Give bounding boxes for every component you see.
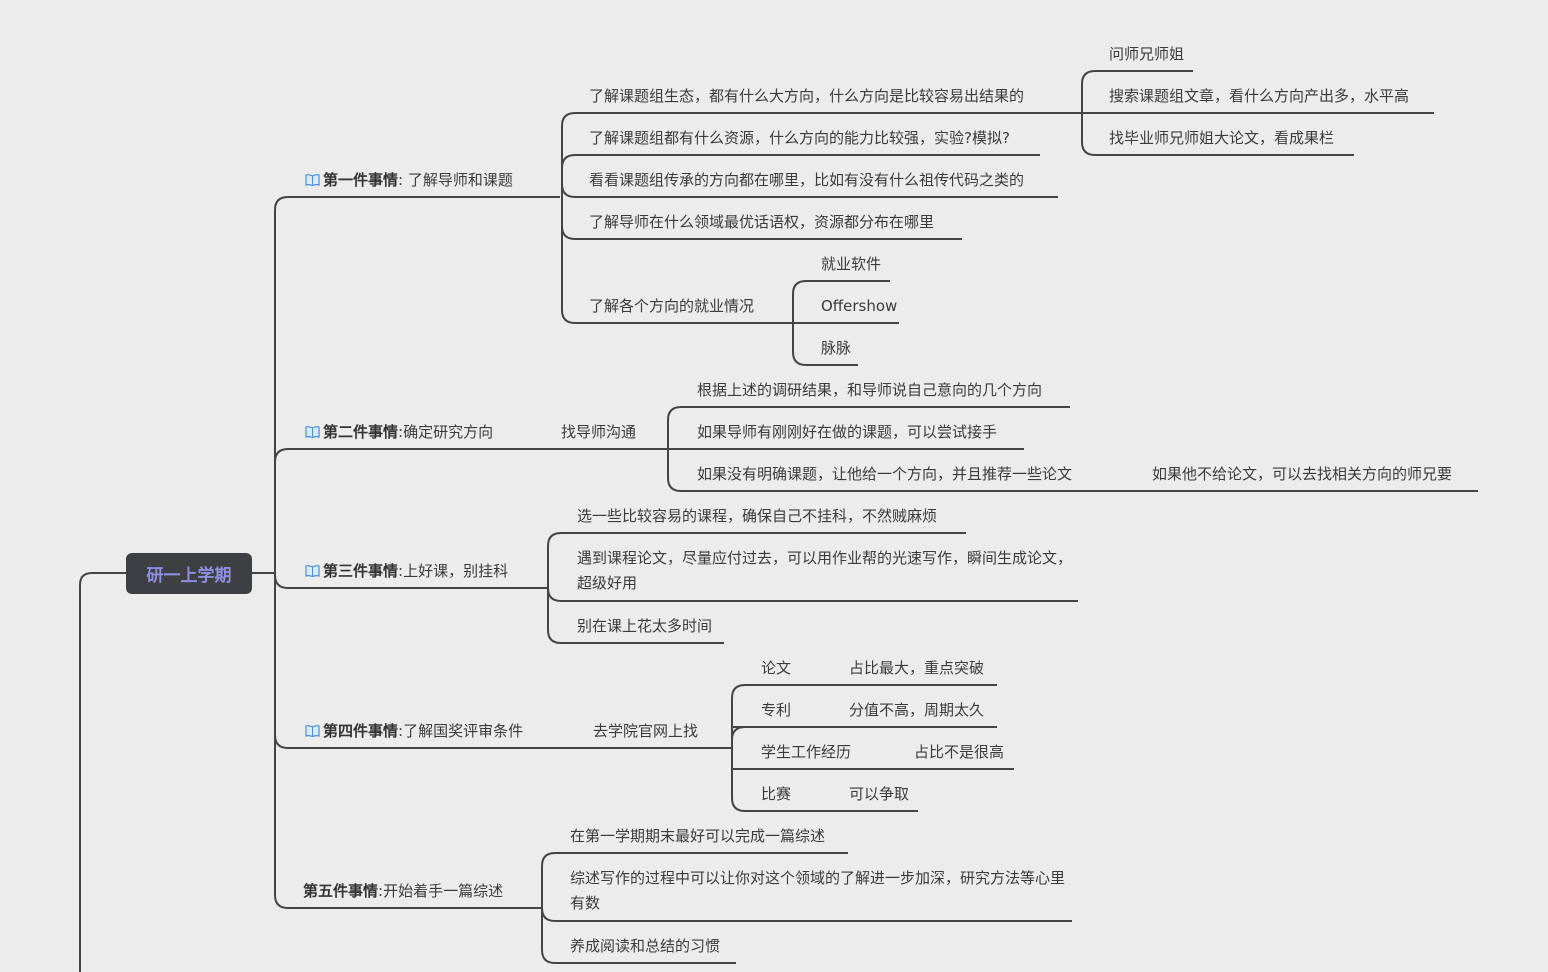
branch-1-label[interactable]: 第一件事情: 了解导师和课题: [305, 168, 513, 193]
branch-1-title: 第一件事情: [323, 171, 399, 189]
root-node[interactable]: 研一上学期: [126, 553, 252, 594]
connector-b3-vertical: [547, 532, 562, 644]
branch-3-subtitle: :上好课，别挂科: [398, 562, 509, 580]
connector-jobs-vertical: [792, 280, 807, 366]
b4-mid-website[interactable]: 去学院官网上找: [593, 722, 699, 740]
b1-item-jobs[interactable]: 了解各个方向的就业情况: [589, 297, 755, 315]
connector-branch-2: [274, 448, 289, 463]
b4-note-patent[interactable]: 分值不高，周期太久: [849, 701, 985, 719]
branch-5-subtitle: :开始着手一篇综述: [378, 882, 504, 900]
b1-item-advisor-field[interactable]: 了解导师在什么领域最优话语权，资源都分布在哪里: [589, 213, 935, 231]
book-icon: [305, 426, 320, 438]
branch-4-title: 第四件事情: [323, 722, 399, 740]
jobs-item-software[interactable]: 就业软件: [821, 255, 882, 273]
book-icon: [305, 725, 320, 737]
b2-item-ask-senior-papers[interactable]: 如果他不给论文，可以去找相关方向的师兄要: [1152, 465, 1453, 483]
b4-item-competition[interactable]: 比赛: [761, 785, 792, 803]
connector-b1-c2: [561, 154, 576, 169]
branch-4-label[interactable]: 第四件事情:了解国奖评审条件: [305, 719, 523, 744]
jobs-item-maimai[interactable]: 脉脉: [821, 339, 852, 357]
b5-item-review-benefit[interactable]: 综述写作的过程中可以让你对这个领域的了解进一步加深，研究方法等心里有数: [570, 869, 1066, 912]
b5-item-reading-habit[interactable]: 养成阅读和总结的习惯: [570, 937, 721, 955]
connector-branch-4: [274, 734, 289, 749]
connector-eco-vertical: [1081, 70, 1096, 156]
branch-3-title: 第三件事情: [323, 562, 399, 580]
connector-b1-vertical: [561, 112, 576, 324]
connector-root-left: [79, 572, 126, 972]
branch-2-label[interactable]: 第二件事情:确定研究方向: [305, 420, 493, 445]
b1-item-resources[interactable]: 了解课题组都有什么资源，什么方向的能力比较强，实验?模拟?: [589, 129, 1010, 147]
b4-item-student-work[interactable]: 学生工作经历: [761, 743, 852, 761]
eco-item-ask-seniors[interactable]: 问师兄师姐: [1109, 45, 1185, 63]
b1-item-inheritance[interactable]: 看看课题组传承的方向都在哪里，比如有没有什么祖传代码之类的: [589, 171, 1025, 189]
b4-item-paper[interactable]: 论文: [761, 659, 792, 677]
connector-b1-c3: [561, 183, 576, 198]
branch-2-title: 第二件事情: [323, 423, 399, 441]
connector-b2-vertical: [667, 406, 682, 492]
connector-b3-c2: [547, 587, 562, 602]
book-icon: [305, 565, 320, 577]
b3-item-less-time[interactable]: 别在课上花太多时间: [577, 617, 713, 635]
branch-3-label[interactable]: 第三件事情:上好课，别挂科: [305, 559, 508, 584]
connector-trunk: [274, 196, 289, 909]
connector-b5-vertical: [541, 852, 556, 964]
connector-b4-c2: [731, 726, 746, 741]
b4-note-paper[interactable]: 占比最大，重点突破: [849, 659, 985, 677]
b3-item-easy-courses[interactable]: 选一些比较容易的课程，确保自己不挂科，不然贼麻烦: [577, 507, 938, 525]
book-icon: [305, 174, 320, 186]
b4-note-competition[interactable]: 可以争取: [849, 785, 910, 803]
connector-b5-c2: [541, 907, 556, 922]
branch-5-title: 第五件事情: [303, 882, 379, 900]
b3-item-course-papers[interactable]: 遇到课程论文，尽量应付过去，可以用作业帮的光速写作，瞬间生成论文，超级好用: [577, 549, 1073, 592]
jobs-item-offershow[interactable]: Offershow: [821, 297, 898, 315]
b2-mid-talk-advisor[interactable]: 找导师沟通: [561, 423, 637, 441]
branch-5-label[interactable]: 第五件事情:开始着手一篇综述: [303, 879, 503, 904]
b1-item-ecology[interactable]: 了解课题组生态，都有什么大方向，什么方向是比较容易出结果的: [589, 87, 1025, 105]
b2-item-directions[interactable]: 根据上述的调研结果，和导师说自己意向的几个方向: [697, 381, 1043, 399]
branch-4-subtitle: :了解国奖评审条件: [398, 722, 524, 740]
b5-item-finish-review[interactable]: 在第一学期期末最好可以完成一篇综述: [570, 827, 826, 845]
b4-item-patent[interactable]: 专利: [761, 701, 792, 719]
connector-branch-3: [274, 574, 289, 589]
b2-item-no-topic[interactable]: 如果没有明确课题，让他给一个方向，并且推荐一些论文: [697, 465, 1073, 483]
connector-b4-vertical: [731, 684, 746, 812]
eco-item-search-papers[interactable]: 搜索课题组文章，看什么方向产出多，水平高: [1109, 87, 1410, 105]
branch-1-subtitle: : 了解导师和课题: [398, 171, 513, 189]
branch-2-subtitle: :确定研究方向: [398, 423, 494, 441]
eco-item-theses[interactable]: 找毕业师兄师姐大论文，看成果栏: [1109, 129, 1335, 147]
connector-b1-c4: [561, 225, 576, 240]
b2-item-take-over[interactable]: 如果导师有刚刚好在做的课题，可以尝试接手: [697, 423, 998, 441]
b4-note-student-work[interactable]: 占比不是很高: [914, 743, 1005, 761]
